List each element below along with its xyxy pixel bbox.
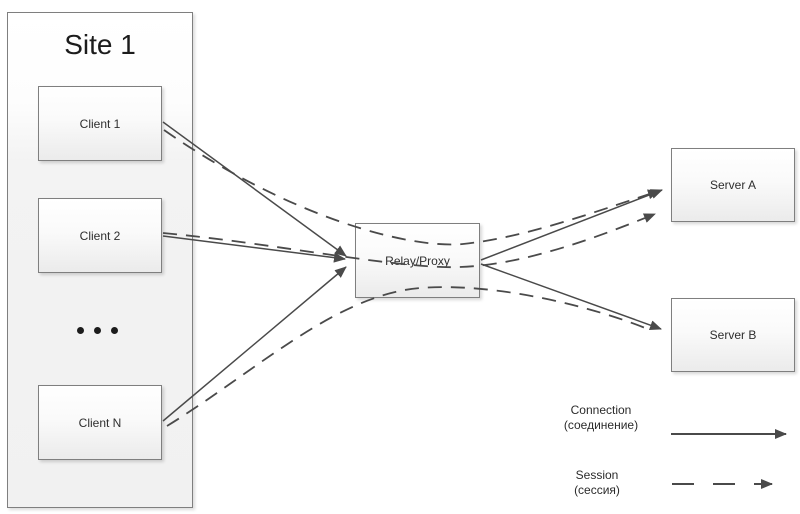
legend-session-title: Session [575, 468, 619, 482]
node-server-a: Server A [671, 148, 795, 222]
clients-ellipsis-icon [77, 327, 121, 335]
node-client-n-label: Client N [78, 415, 122, 430]
connection-relay-serverb [480, 263, 662, 330]
ellipsis-dot [94, 327, 101, 334]
legend-session-label: Session (сессия) [537, 468, 657, 498]
legend-connection-subtitle: (соединение) [563, 418, 639, 432]
ellipsis-dot [111, 327, 118, 334]
node-server-b: Server B [671, 298, 795, 372]
legend-session-subtitle: (сессия) [574, 483, 620, 497]
node-server-b-label: Server B [709, 328, 757, 342]
node-client-1-label: Client 1 [79, 116, 121, 131]
node-relay-proxy: Relay/Proxy [355, 223, 480, 298]
node-client-2-label: Client 2 [79, 228, 121, 243]
node-client-1: Client 1 [38, 86, 162, 161]
node-client-n: Client N [38, 385, 162, 460]
ellipsis-dot [77, 327, 84, 334]
site-title: Site 1 [64, 29, 136, 60]
legend-connection-title: Connection [570, 403, 632, 417]
node-relay-proxy-label: Relay/Proxy [385, 253, 450, 268]
node-client-2: Client 2 [38, 198, 162, 273]
connection-relay-servera [480, 189, 663, 261]
node-server-a-label: Server A [709, 178, 757, 192]
legend-connection-label: Connection (соединение) [541, 403, 661, 433]
